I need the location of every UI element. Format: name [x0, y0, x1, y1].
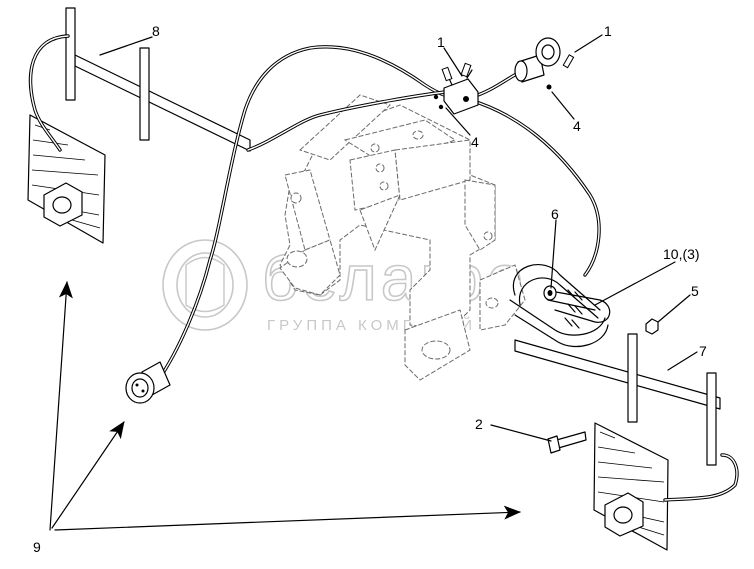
callout-4-right: 4 — [573, 118, 581, 134]
leader-lines — [99, 34, 698, 442]
watermark-logo-icon — [162, 239, 248, 331]
callout-10-3: 10,(3) — [663, 246, 700, 262]
right-lamp — [593, 422, 669, 551]
u-bolt-threads — [564, 289, 583, 329]
callout-6: 6 — [551, 206, 559, 222]
callout-5: 5 — [691, 283, 699, 299]
left-bracket-7 — [65, 7, 251, 152]
u-bolt-assembly — [509, 264, 611, 348]
callout-2: 2 — [475, 416, 483, 432]
callout-7: 8 — [152, 23, 160, 39]
callout-8: 7 — [699, 343, 707, 359]
nut-5 — [645, 318, 659, 335]
coupling-frame — [279, 94, 526, 381]
callout-1-right: 1 — [604, 23, 612, 39]
callout-4-left: 4 — [471, 134, 479, 150]
socket-connector — [514, 37, 575, 90]
junction-box — [433, 62, 479, 115]
wiring-harness — [28, 34, 739, 502]
bolt-2 — [547, 431, 587, 454]
callout-labels: 8 1 1 4 4 6 10,(3) 5 7 2 9 — [33, 23, 707, 555]
plug-connector — [125, 361, 171, 404]
left-lamp — [27, 114, 106, 244]
callout-1-left: 1 — [437, 34, 445, 50]
callout-9-arrows — [49, 281, 521, 531]
callout-9: 9 — [33, 539, 41, 555]
right-bracket-8 — [514, 333, 721, 466]
